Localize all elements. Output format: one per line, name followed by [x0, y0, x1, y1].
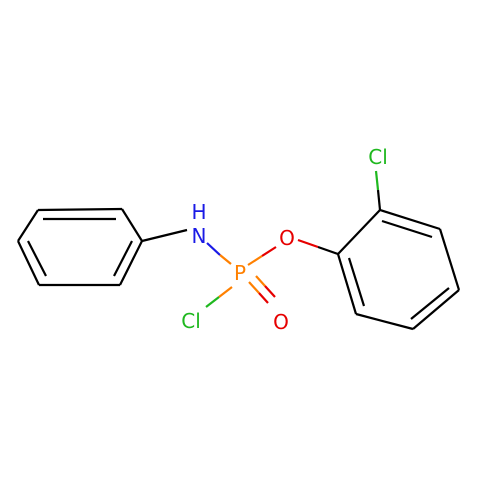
bond — [247, 255, 263, 266]
bond — [317, 245, 339, 256]
bond-inner — [347, 257, 366, 307]
bond — [412, 289, 460, 330]
atom-label-cl-ring: Cl — [368, 145, 388, 169]
bond — [337, 209, 381, 255]
bond — [374, 170, 380, 191]
atom-label-h: H — [191, 200, 206, 224]
bond — [297, 238, 319, 249]
bond — [218, 286, 233, 298]
bond-inner — [381, 219, 433, 239]
bond — [255, 275, 266, 287]
bond — [17, 240, 40, 286]
atom-label-o-ether: O — [279, 226, 295, 250]
bond — [258, 292, 269, 304]
bond-inner — [27, 240, 47, 277]
bond — [119, 240, 143, 286]
atom-label-o-double: O — [273, 310, 289, 334]
phenyl-ring-left — [17, 207, 143, 287]
bond — [355, 312, 414, 331]
bond — [336, 253, 358, 315]
bond — [261, 246, 277, 257]
bond — [205, 296, 220, 308]
atom-label-n: N — [192, 224, 207, 248]
bond-inner — [410, 287, 450, 320]
bond-inner — [113, 240, 133, 277]
bond — [379, 208, 441, 231]
bond — [141, 228, 188, 243]
bond — [248, 281, 260, 294]
bond — [264, 285, 276, 298]
atom-label-p: P — [234, 261, 246, 285]
atom-label-cl-p: Cl — [181, 309, 201, 333]
bond — [376, 189, 382, 211]
chlorophenyl-ring-right — [336, 208, 461, 331]
bond — [37, 207, 123, 212]
bond — [121, 208, 143, 242]
bond — [219, 254, 232, 265]
bond — [17, 209, 39, 242]
bond — [206, 242, 221, 256]
bond — [438, 228, 461, 291]
